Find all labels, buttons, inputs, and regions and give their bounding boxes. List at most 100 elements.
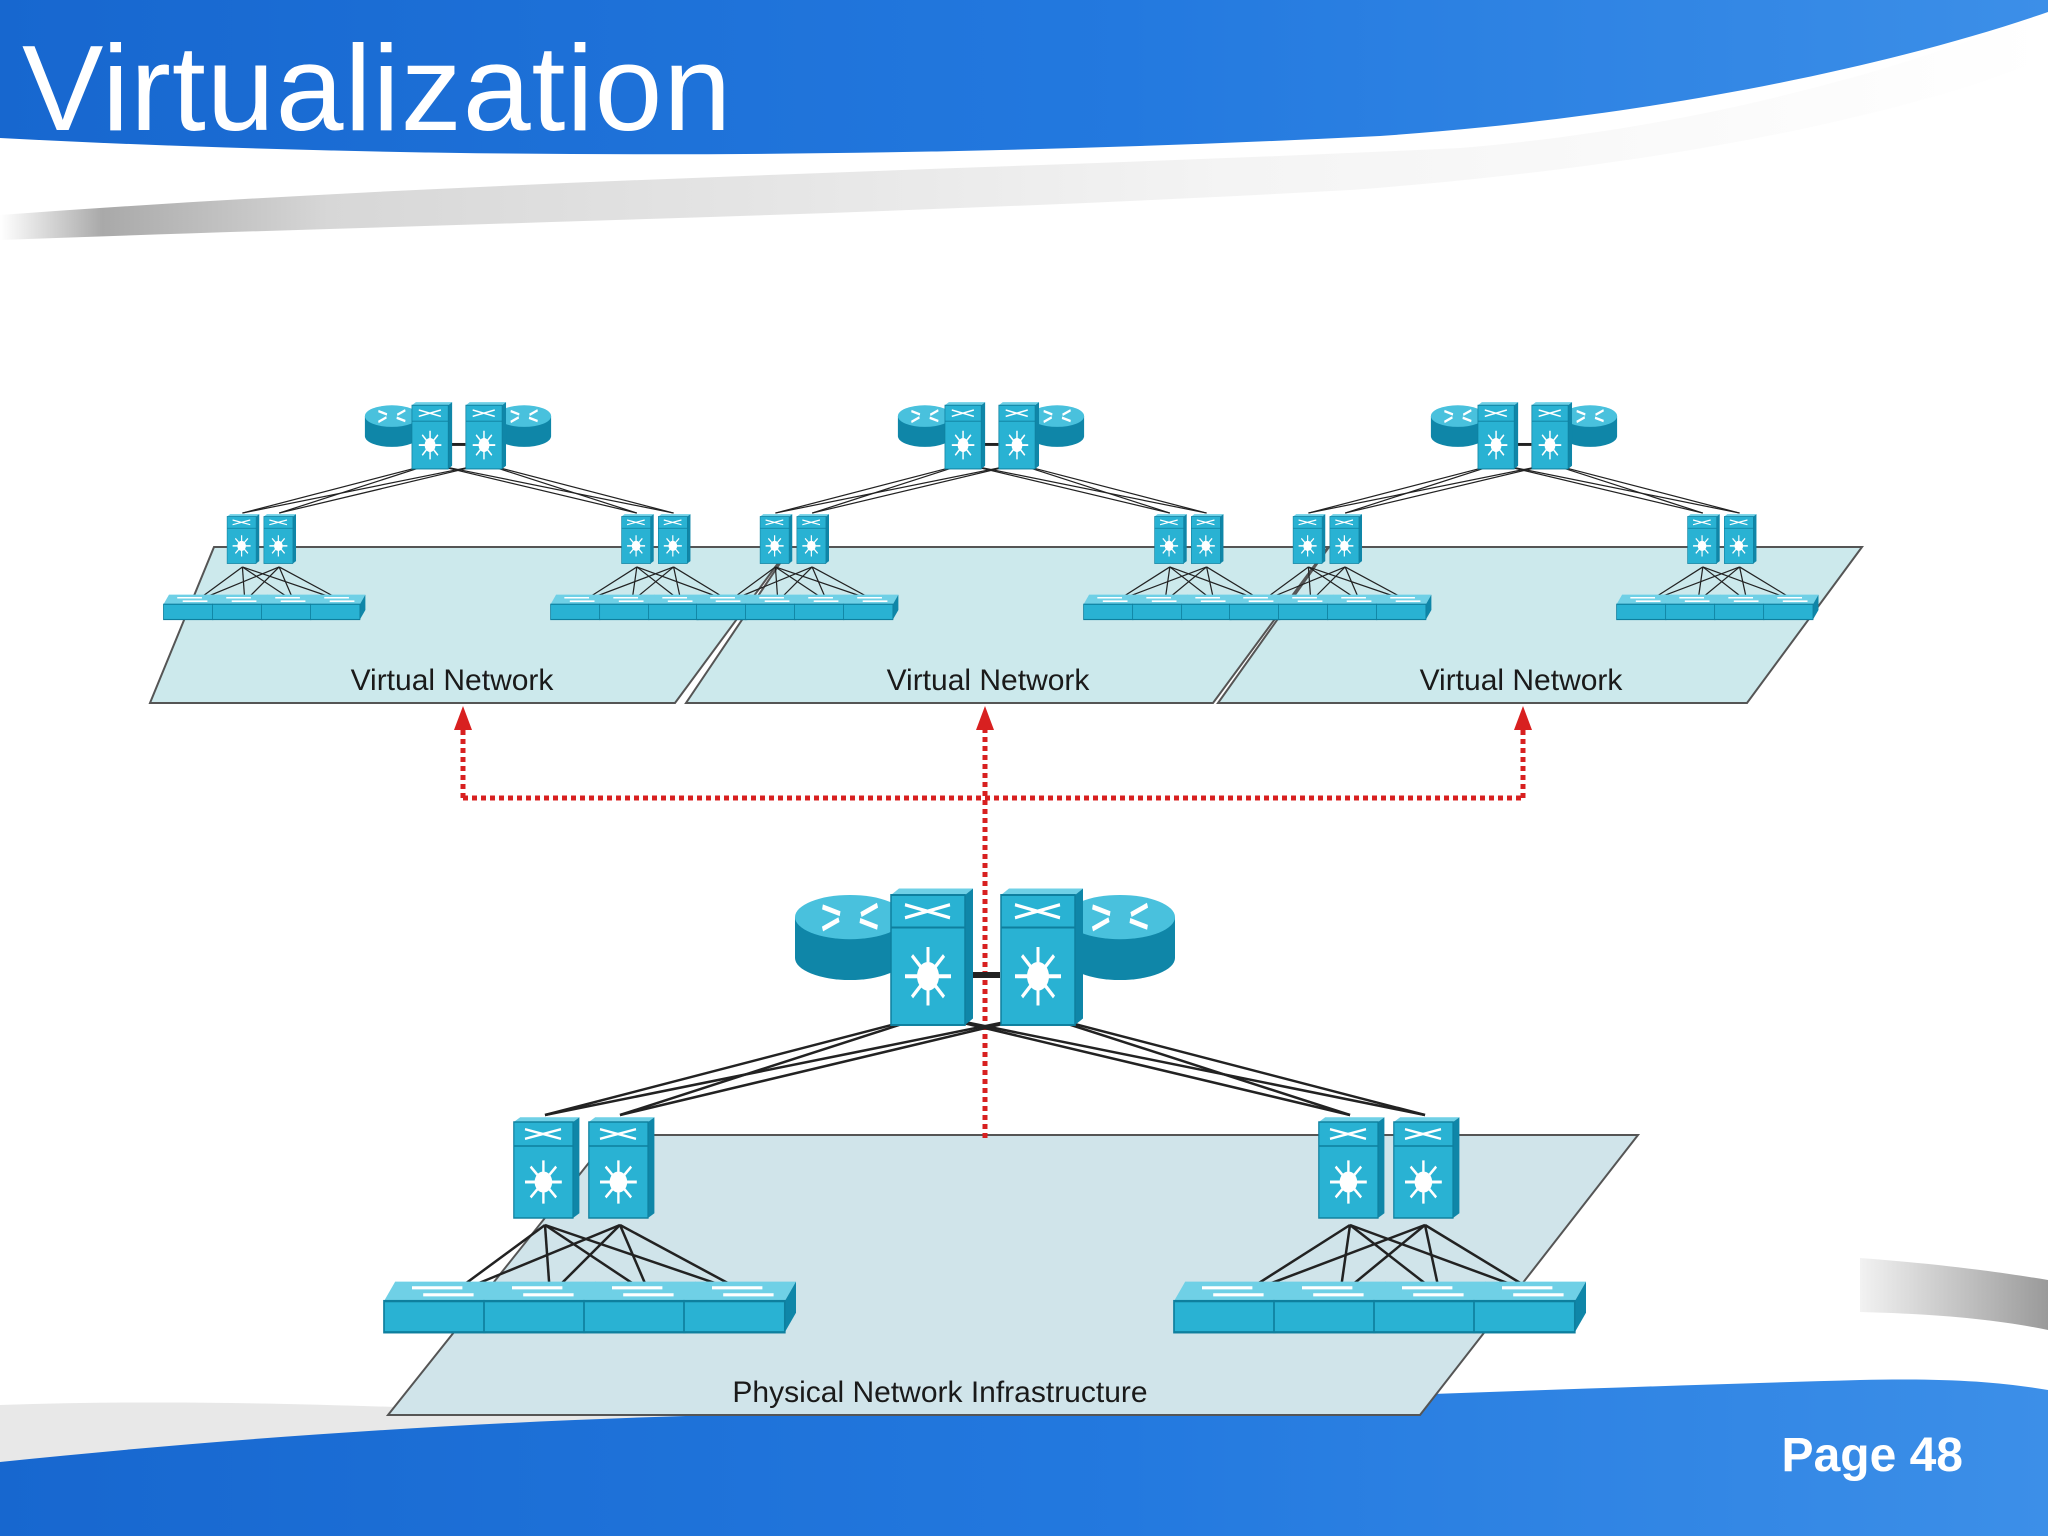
vn2-access-switch-icon-1 (695, 593, 753, 621)
virtual-network-label-2: Virtual Network (887, 664, 1091, 697)
virtual-network-label-3: Virtual Network (1420, 664, 1624, 697)
vn1-uplink (430, 463, 674, 514)
vn2-uplink (775, 463, 965, 514)
vn3-uplink (1496, 463, 1703, 514)
pn-access-switch-icon-6 (1272, 1280, 1388, 1334)
vn3-access-switch-icon-7 (1713, 593, 1771, 621)
vn3-uplink (1308, 463, 1552, 514)
page-number: Page 48 (1781, 1429, 1963, 1482)
vn3-distribution-switch-icon-4 (1724, 514, 1756, 563)
vn1-uplink (242, 463, 432, 514)
vn2-uplink (1017, 463, 1207, 514)
vn2-access-switch-icon-7 (1180, 593, 1238, 621)
vn1-uplink (278, 463, 432, 514)
vn1-access-switch-icon-1 (162, 593, 220, 621)
arrow-head-center (976, 706, 994, 730)
pn-access-switch-icon-1 (382, 1280, 498, 1334)
vn1-distribution-switch-icon-3 (622, 514, 654, 563)
pn-uplink (1039, 1013, 1351, 1117)
arrow-head-right (1514, 706, 1532, 730)
pn-access-switch-icon-8 (1472, 1280, 1588, 1334)
pn-uplink (929, 1013, 1351, 1117)
vn1-core-switch-icon-2 (466, 402, 506, 469)
vn2-uplink (963, 463, 1170, 514)
vn2-access-switch-icon-5 (1082, 593, 1140, 621)
vn3-access-switch-icon-6 (1664, 593, 1722, 621)
vn1-uplink (430, 463, 637, 514)
vn3-access-switch-icon-8 (1762, 593, 1820, 621)
pn-uplink (619, 1013, 931, 1117)
vn1-access-switch-icon-6 (598, 593, 656, 621)
vn1-uplink (242, 463, 486, 514)
vn3-uplink (1344, 463, 1498, 514)
pn-core-switch-icon-1 (891, 889, 973, 1026)
vn2-access-switch-icon-4 (842, 593, 900, 621)
vn1-distribution-switch-icon-4 (658, 514, 690, 563)
vn2-access-switch-icon-6 (1131, 593, 1189, 621)
vn2-uplink (812, 463, 1019, 514)
vn2-uplink (811, 463, 965, 514)
vn1-uplink (484, 463, 638, 514)
pn-uplink (1039, 1013, 1426, 1117)
vn3-access-switch-icon-1 (1228, 593, 1286, 621)
vn2-uplink (1017, 463, 1171, 514)
vn3-access-switch-icon-2 (1277, 593, 1335, 621)
pn-core-switch-icon-2 (1001, 889, 1083, 1026)
vn2-router-icon-1 (896, 404, 954, 449)
vn3-uplink (1496, 463, 1740, 514)
pn-access-switch-icon-2 (482, 1280, 598, 1334)
vn1-distribution-switch-icon-2 (264, 514, 296, 563)
pn-uplink (544, 1013, 1041, 1117)
pn-access-switch-icon-4 (682, 1280, 798, 1334)
vn1-access-switch-icon-4 (309, 593, 367, 621)
vn2-access-switch-icon-3 (793, 593, 851, 621)
vn3-uplink (1550, 463, 1704, 514)
vn1-distribution-switch-icon-1 (227, 514, 259, 563)
pn-uplink (929, 1013, 1426, 1117)
vn3-access-switch-icon-4 (1375, 593, 1433, 621)
pn-distribution-switch-icon-1 (514, 1117, 580, 1218)
pn-distribution-switch-icon-4 (1394, 1117, 1460, 1218)
vn1-access-switch-icon-2 (211, 593, 269, 621)
vn2-distribution-switch-icon-3 (1155, 514, 1187, 563)
vn2-distribution-switch-icon-1 (760, 514, 792, 563)
pn-access-switch-icon-3 (582, 1280, 698, 1334)
vn1-access-switch-icon-5 (549, 593, 607, 621)
vn3-distribution-switch-icon-3 (1688, 514, 1720, 563)
vn2-distribution-switch-icon-4 (1191, 514, 1223, 563)
pn-uplink (619, 1013, 1041, 1117)
pn-distribution-switch-icon-3 (1319, 1117, 1385, 1218)
vn3-access-switch-icon-5 (1615, 593, 1673, 621)
vn1-uplink (279, 463, 486, 514)
virtualization-mapping-arrows (460, 730, 1526, 1138)
vn3-router-icon-1 (1429, 404, 1487, 449)
vn3-distribution-switch-icon-1 (1293, 514, 1325, 563)
vn1-access-switch-icon-3 (260, 593, 318, 621)
pn-uplink (544, 1013, 931, 1117)
arrow-head-left (454, 706, 472, 730)
vn3-uplink (1308, 463, 1498, 514)
vn3-uplink (1345, 463, 1552, 514)
vn2-access-switch-icon-2 (744, 593, 802, 621)
vn1-router-icon-1 (363, 404, 421, 449)
pn-access-switch-icon-5 (1172, 1280, 1288, 1334)
virtual-network-plane-3 (1216, 546, 1864, 704)
vn3-core-switch-icon-1 (1478, 402, 1518, 469)
vn2-core-switch-icon-1 (945, 402, 985, 469)
pn-distribution-switch-icon-2 (589, 1117, 655, 1218)
vn1-core-switch-icon-1 (412, 402, 452, 469)
vn2-uplink (963, 463, 1207, 514)
vn2-core-switch-icon-2 (999, 402, 1039, 469)
virtual-network-plane-1 (148, 546, 792, 704)
vn2-distribution-switch-icon-2 (797, 514, 829, 563)
vn1-uplink (484, 463, 674, 514)
slide-title: Virtualization (22, 20, 733, 156)
pn-access-switch-icon-7 (1372, 1280, 1488, 1334)
vn3-distribution-switch-icon-2 (1330, 514, 1362, 563)
vn3-uplink (1550, 463, 1740, 514)
physical-network-label: Physical Network Infrastructure (732, 1376, 1147, 1409)
virtual-network-label-1: Virtual Network (351, 664, 555, 697)
vn3-core-switch-icon-2 (1532, 402, 1572, 469)
